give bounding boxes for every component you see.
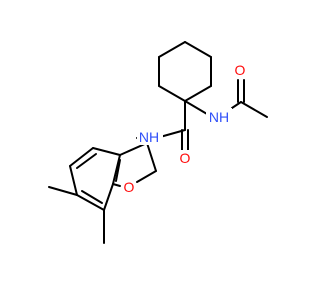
bond [231,101,242,109]
bond [76,194,105,211]
bond [184,41,212,58]
bond [158,41,186,58]
amide-oxygen-atom: O [178,150,192,166]
bond-lines [48,41,268,244]
bond [103,183,114,211]
bond [136,170,157,183]
bond [115,159,121,182]
amide-nh-atom: NH [137,129,163,145]
bond [76,153,97,169]
bond [184,85,212,102]
bond [158,85,186,102]
amide-nh-label: NH [139,129,159,145]
bond [69,165,78,196]
bond [112,183,121,187]
amide-oxygen-label: O [180,150,191,166]
bond [112,154,121,185]
acetamide-nh-label: NH [209,109,229,125]
bond [69,147,94,167]
ring-oxygen-label: O [124,179,135,195]
bond [146,142,157,172]
bond [159,129,186,138]
acetyl-oxygen-label: O [235,62,246,78]
ring-oxygen-atom: O [122,179,136,195]
bond [48,186,78,196]
acetyl-oxygen-atom: O [233,62,247,78]
acetamide-nh-atom: NH [206,108,232,125]
atom-labels: O NH O NH O [122,62,247,195]
bond [81,190,103,204]
molecule-structure: O NH O NH O [48,41,268,244]
bond [92,147,121,156]
bond [184,100,208,115]
bond [240,101,268,118]
